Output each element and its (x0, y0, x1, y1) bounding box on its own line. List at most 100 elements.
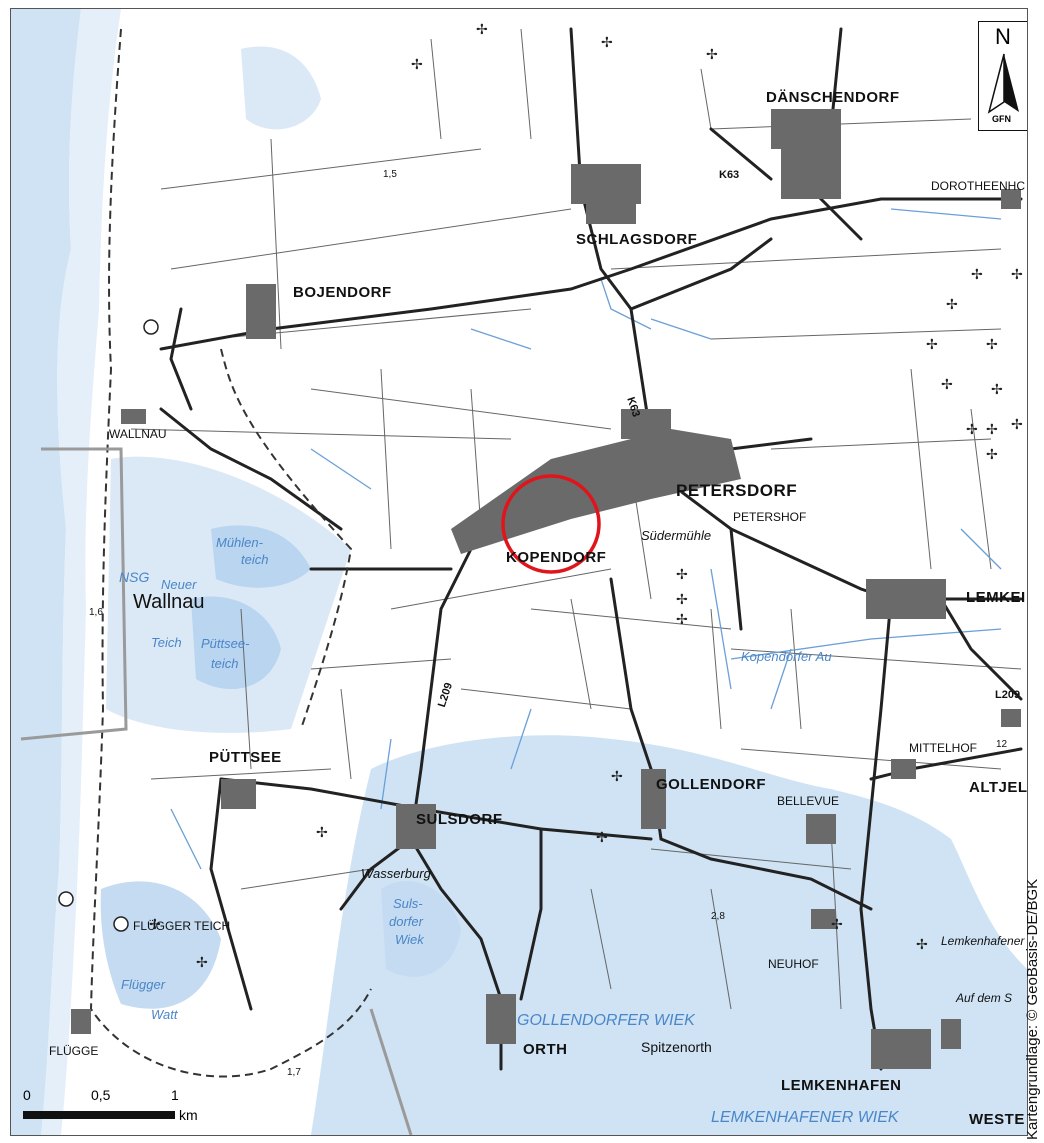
label-wasserburg: Wasserburg (361, 866, 431, 881)
label-sulsdorfer-wiek-2: dorfer (389, 914, 423, 929)
svg-text:✢: ✢ (196, 955, 208, 971)
label-bojendorf: BOJENDORF (293, 284, 392, 301)
map-credit: Kartengrundlage: © GeoBasis-DE/BGK (1024, 878, 1041, 1140)
label-teich: Teich (151, 635, 182, 650)
label-orth: ORTH (523, 1041, 568, 1058)
label-puettseeteich-2: teich (211, 656, 239, 671)
lagoon-fluegger (100, 881, 221, 1009)
svg-text:✢: ✢ (676, 592, 688, 608)
label-lemkenhafener-wiek: LEMKENHAFENER WIEK (711, 1109, 899, 1126)
label-puettsee: PÜTTSEE (209, 749, 282, 766)
dike-path (220, 348, 353, 730)
svg-text:✢: ✢ (991, 382, 1003, 398)
svg-text:✢: ✢ (149, 917, 161, 933)
svg-text:✢: ✢ (706, 47, 718, 63)
scale-tick-0: 0 (23, 1087, 31, 1103)
label-road-k63-a: K63 (719, 169, 740, 181)
svg-text:✢: ✢ (676, 612, 688, 628)
label-lemkenhafener: Lemkenhafener (941, 934, 1025, 948)
svg-text:✢: ✢ (946, 297, 958, 313)
label-daenschendorf: DÄNSCHENDORF (766, 89, 900, 106)
scale-bar-segment (23, 1111, 175, 1119)
scale-bar: 0 0,5 1 km (23, 1087, 223, 1135)
label-sulsdorfer-wiek-1: Suls- (393, 896, 423, 911)
label-wallnau-reserve: Wallnau (133, 591, 205, 613)
svg-text:✢: ✢ (831, 917, 843, 933)
streams (170, 208, 1002, 870)
lagoon-wallnau (106, 456, 351, 733)
lagoon-puettseeteich (191, 596, 281, 689)
label-petershof: PETERSHOF (733, 510, 807, 524)
label-weste: WESTE (969, 1111, 1025, 1128)
map-frame[interactable]: ✢✢✢ ✢✢✢ ✢✢✢ ✢✢✢ ✢✢✢ ✢✢✢ ✢✢✢ ✢✢✢ ✢ DÄNSCH… (10, 8, 1028, 1136)
svg-text:✢: ✢ (411, 57, 423, 73)
reserve-boundary-south (369, 1008, 413, 1135)
svg-text:✢: ✢ (1011, 267, 1023, 283)
svg-text:✢: ✢ (966, 422, 978, 438)
north-letter: N (995, 24, 1011, 49)
svg-text:✢: ✢ (476, 22, 488, 38)
svg-text:✢: ✢ (601, 35, 613, 51)
label-fluegger-teich: FLÜGGER TEICH (133, 919, 231, 933)
elevation-label: 2,8 (711, 911, 725, 922)
elevation-label: 1,6 (89, 607, 103, 618)
coastal-path (89, 28, 372, 1078)
elevation-label: 1,7 (287, 1067, 301, 1078)
label-gollendorf: GOLLENDORF (656, 776, 766, 793)
label-kopendorf: KOPENDORF (506, 549, 607, 566)
label-fluegger-watt-2: Watt (151, 1007, 178, 1022)
map-canvas[interactable]: ✢✢✢ ✢✢✢ ✢✢✢ ✢✢✢ ✢✢✢ ✢✢✢ ✢✢✢ ✢✢✢ ✢ (11, 9, 1027, 1135)
lagoon-muehlenteich (211, 525, 311, 588)
reserve-boundary (20, 447, 128, 741)
svg-text:✢: ✢ (941, 377, 953, 393)
label-dorotheenhof: DOROTHEENHC (931, 179, 1026, 193)
north-arrow: N GFN (978, 21, 1027, 131)
svg-text:✢: ✢ (316, 825, 328, 841)
label-auf-dem: Auf dem S (956, 991, 1013, 1005)
label-nsg: NSG (119, 569, 150, 585)
svg-text:✢: ✢ (986, 447, 998, 463)
nw-wetland (241, 46, 321, 130)
label-mittelhof: MITTELHOF (909, 741, 977, 755)
label-petersdorf: PETERSDORF (676, 481, 798, 500)
elevation-label: 12 (996, 739, 1008, 750)
label-kopendorfer-au: Kopendorfer Au (741, 649, 832, 664)
label-sulsdorf: SULSDORF (416, 811, 503, 828)
svg-text:✢: ✢ (971, 267, 983, 283)
label-muehlenteich-1: Mühlen- (216, 535, 263, 550)
scale-tick-05: 0,5 (91, 1087, 111, 1103)
svg-text:✢: ✢ (916, 937, 928, 953)
label-altjel: ALTJEL (969, 779, 1028, 796)
campsite-icons (58, 319, 159, 932)
label-lemkendorf: LEMKEI (966, 589, 1026, 606)
label-schlagsdorf: SCHLAGSDORF (576, 231, 698, 248)
svg-text:✢: ✢ (1011, 417, 1023, 433)
label-wallnau-village: WALLNAU (109, 427, 167, 441)
settlements (71, 109, 1021, 1069)
label-lemkenhafen: LEMKENHAFEN (781, 1077, 902, 1094)
label-fluegge: FLÜGGE (49, 1044, 99, 1058)
north-brand: GFN (992, 114, 1011, 124)
scale-unit: km (179, 1107, 198, 1123)
location-marker (501, 474, 601, 574)
sea-coast-shallow (41, 9, 121, 1135)
lagoon-sulsdorfer (381, 881, 461, 977)
label-road-l209-b: L209 (995, 689, 1021, 701)
label-spitzenorth: Spitzenorth (641, 1039, 712, 1055)
scale-tick-1: 1 (171, 1087, 179, 1103)
label-fluegger-watt-1: Flügger (121, 977, 166, 992)
label-neuer: Neuer (161, 577, 197, 592)
sea-west (11, 9, 81, 1135)
label-neuhof: NEUHOF (768, 957, 819, 971)
elevation-label: 1,5 (383, 169, 397, 180)
label-puettseeteich-1: Püttsee- (201, 636, 250, 651)
label-suedermuehle: Südermühle (641, 528, 712, 543)
north-arrow-icon (987, 53, 1019, 114)
svg-text:✢: ✢ (986, 337, 998, 353)
svg-text:✢: ✢ (676, 567, 688, 583)
svg-text:✢: ✢ (986, 422, 998, 438)
label-gollendorfer-wiek: GOLLENDORFER WIEK (517, 1012, 695, 1029)
svg-text:✢: ✢ (926, 337, 938, 353)
svg-text:✢: ✢ (611, 769, 623, 785)
label-bellevue: BELLEVUE (777, 794, 840, 808)
